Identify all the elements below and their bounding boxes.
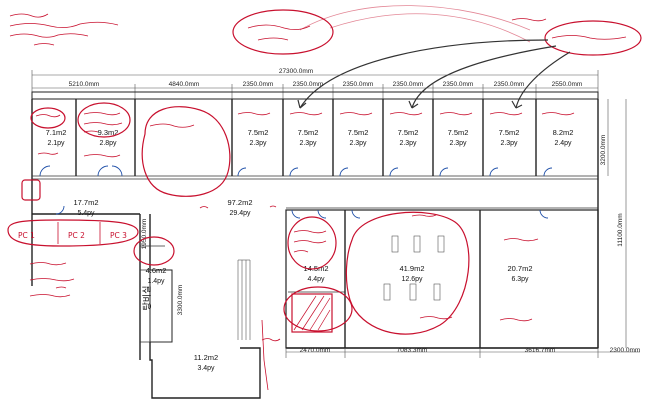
room-r5-py: 2.3py — [349, 140, 367, 147]
bottom-dimensions: 2470.0mm 7083.3mm 3616.7mm 2300.0mm — [285, 347, 641, 358]
room-r8-py: 2.3py — [500, 140, 518, 147]
dim-top-6: 2350.0mm — [393, 81, 424, 88]
room-b3-py: 6.3py — [511, 276, 529, 283]
room-hall-py: 29.4py — [229, 210, 251, 217]
dim-total-height: 11100.0mm — [617, 213, 624, 246]
room-bottom-area: 11.2m2 — [194, 353, 218, 362]
room-r3-area: 7.5m2 — [248, 128, 269, 137]
red-annotations: PC 1 PC 2 PC 3 — [7, 102, 575, 391]
pc-box-1: PC 1 — [18, 231, 35, 240]
dim-bottom-4: 2300.0mm — [610, 347, 641, 354]
pc-box-2: PC 2 — [68, 231, 85, 240]
dim-top-4: 2350.0mm — [293, 81, 324, 88]
dim-top-3: 2350.0mm — [243, 81, 274, 88]
dim-top-2: 4840.0mm — [169, 81, 200, 88]
room-left-py: 5.4py — [77, 210, 95, 217]
note-ellipse-topright — [544, 20, 642, 56]
room-r6-py: 2.3py — [399, 140, 417, 147]
stair-label: 탕비실 — [142, 286, 153, 311]
note-ellipse-top — [232, 9, 334, 55]
room-b1-py: 4.4py — [307, 276, 325, 283]
room-r7-area: 7.5m2 — [448, 128, 469, 137]
dim-top-7: 2350.0mm — [443, 81, 474, 88]
dim-top-1: 5210.0mm — [69, 81, 100, 88]
room-r5-area: 7.5m2 — [348, 128, 369, 137]
room-b2-py: 12.6py — [401, 276, 423, 283]
dim-top-9: 2550.0mm — [552, 81, 583, 88]
room-b2-area: 41.9m2 — [399, 264, 424, 273]
room-r7-py: 2.3py — [449, 140, 467, 147]
room-r9-py: 2.4py — [554, 140, 572, 147]
pc-box-3: PC 3 — [110, 231, 127, 240]
side-dimensions: 3200.0mm 11100.0mm 1950.0mm 3300.0mm — [141, 99, 627, 348]
total-width-dim: 27300.0mm — [279, 68, 313, 75]
dim-side-1: 1950.0mm — [141, 219, 148, 250]
dim-top-5: 2350.0mm — [343, 81, 374, 88]
room-r4-area: 7.5m2 — [298, 128, 319, 137]
room-areas: 7.1m2 2.1py 9.3m2 2.8py 7.5m2 2.3py 7.5m… — [46, 128, 574, 372]
room-r8-area: 7.5m2 — [499, 128, 520, 137]
top-dimensions: 27300.0mm 5210.0mm 4840.0mm 2350.0mm 235… — [31, 68, 599, 100]
room-small-area: 4.6m2 — [146, 266, 167, 275]
dim-side-2: 3300.0mm — [177, 285, 184, 316]
room-r3-py: 2.3py — [249, 140, 267, 147]
room-r2-py: 2.8py — [99, 140, 117, 147]
dim-bottom-2: 7083.3mm — [397, 347, 428, 354]
room-r1-area: 7.1m2 — [46, 128, 67, 137]
room-hall-area: 97.2m2 — [227, 198, 252, 207]
room-r4-py: 2.3py — [299, 140, 317, 147]
room-r1-py: 2.1py — [47, 140, 65, 147]
room-small-py: 1.4py — [147, 278, 165, 285]
room-r9-area: 8.2m2 — [553, 128, 574, 137]
walls — [31, 91, 599, 399]
room-b3-area: 20.7m2 — [507, 264, 532, 273]
dim-bottom-3: 3616.7mm — [525, 347, 556, 354]
room-r6-area: 7.5m2 — [398, 128, 419, 137]
dim-right-height: 3200.0mm — [600, 135, 607, 166]
dim-bottom-1: 2470.0mm — [300, 347, 331, 354]
note-topleft — [9, 13, 119, 46]
dim-top-8: 2350.0mm — [494, 81, 525, 88]
room-bottom-py: 3.4py — [197, 365, 215, 372]
room-left-area: 17.7m2 — [73, 198, 98, 207]
room-r2-area: 9.3m2 — [98, 128, 119, 137]
doors — [39, 165, 553, 219]
